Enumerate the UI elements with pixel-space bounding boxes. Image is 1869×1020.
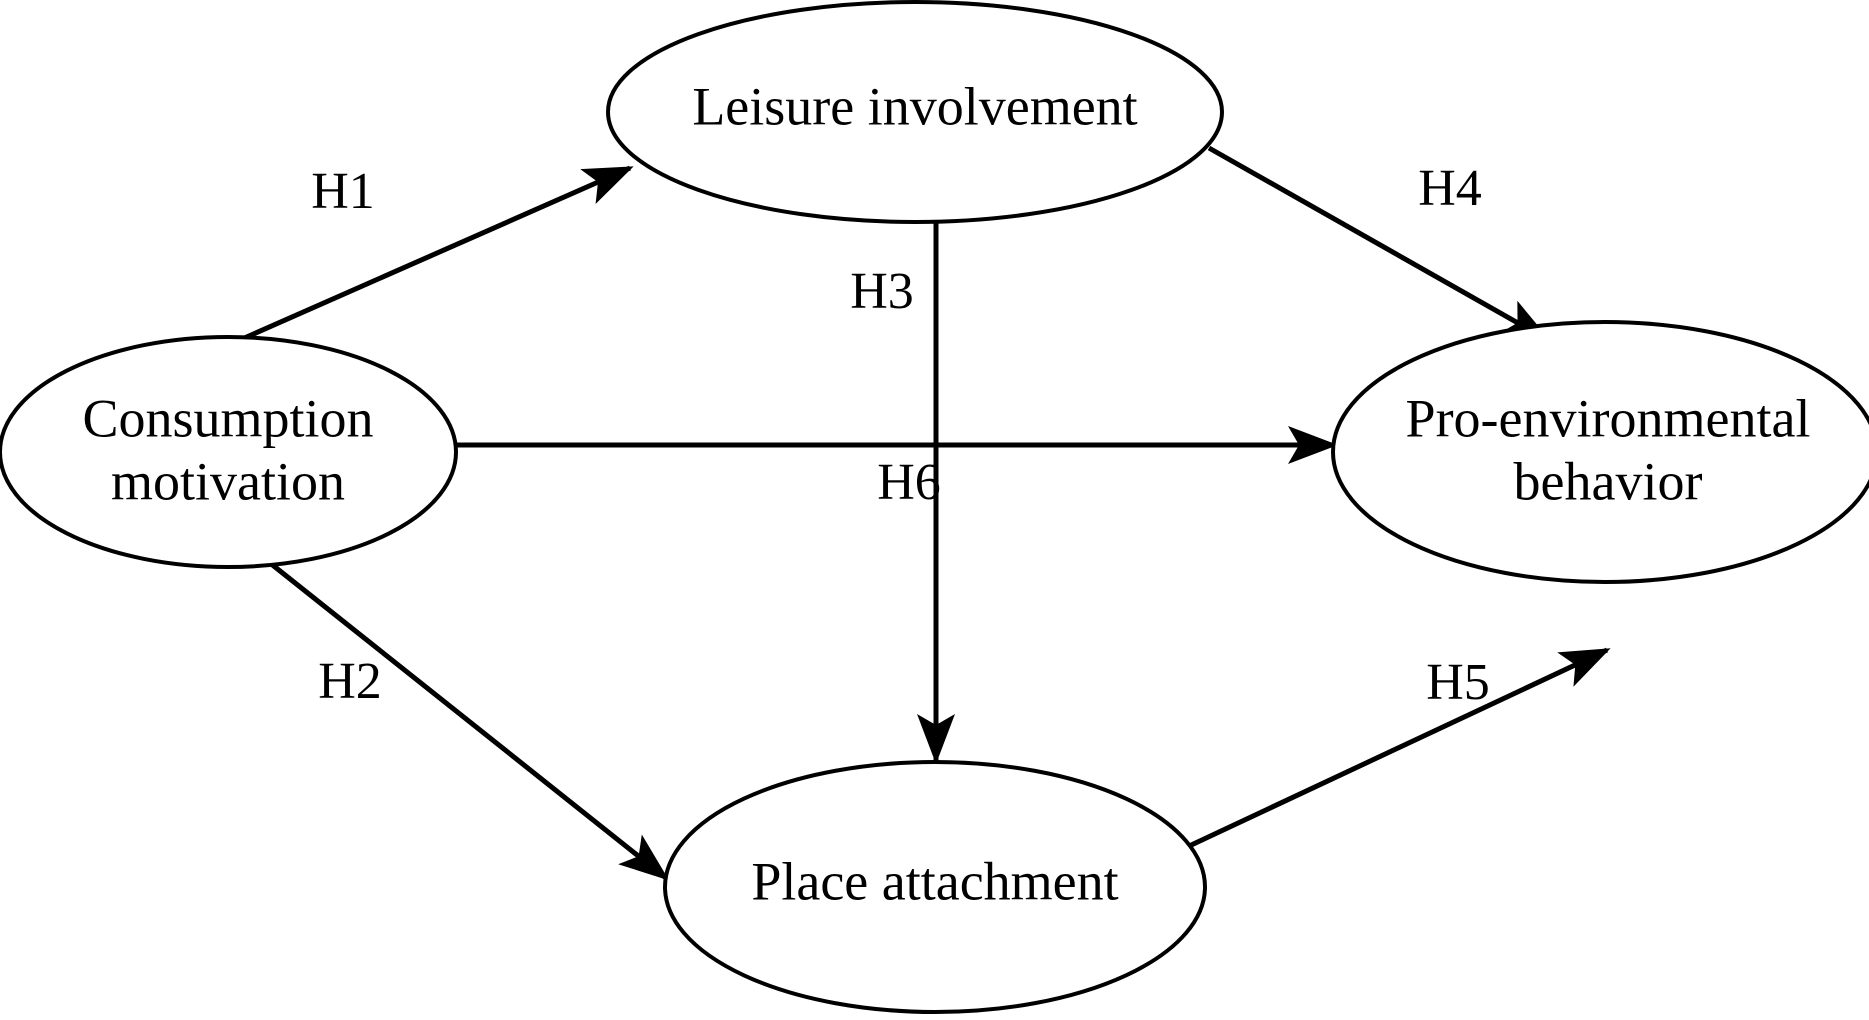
- hypothesis-label-h5: H5: [1426, 654, 1490, 711]
- edge-group: [231, 145, 1611, 881]
- node-place-attachment[interactable]: Place attachment: [663, 760, 1207, 1014]
- node-leisure-involvement[interactable]: Leisure involvement: [606, 0, 1224, 224]
- hypothesis-label-h3: H3: [850, 263, 914, 320]
- node-consumption-motivation-label-line2: motivation: [111, 451, 345, 511]
- hypothesis-label-h1: H1: [311, 163, 375, 220]
- hypothesis-label-group: H1 H2 H3 H4 H5 H6: [311, 160, 1490, 711]
- hypothesis-label-h6: H6: [877, 454, 941, 511]
- node-pro-environmental-behavior-shape[interactable]: [1331, 320, 1869, 584]
- node-leisure-involvement-shape[interactable]: [606, 0, 1224, 224]
- node-consumption-motivation[interactable]: Consumption motivation: [0, 335, 458, 569]
- node-place-attachment-shape[interactable]: [663, 760, 1207, 1014]
- node-consumption-motivation-label-line1: Consumption: [82, 388, 373, 448]
- node-place-attachment-label-line1: Place attachment: [751, 851, 1118, 911]
- node-pro-environmental-behavior-label-line2: behavior: [1514, 451, 1703, 511]
- edge-h5-line[interactable]: [1185, 647, 1611, 850]
- hypothesis-label-h2: H2: [318, 653, 382, 710]
- hypothesis-label-h4: H4: [1418, 160, 1482, 217]
- edge-h1-line[interactable]: [231, 165, 634, 346]
- edge-h2-line[interactable]: [268, 561, 670, 881]
- node-pro-environmental-behavior[interactable]: Pro-environmental behavior: [1331, 320, 1869, 584]
- node-pro-environmental-behavior-label-line1: Pro-environmental: [1406, 388, 1811, 448]
- node-consumption-motivation-shape[interactable]: [0, 335, 458, 569]
- edge-h4-line[interactable]: [1207, 145, 1552, 343]
- node-leisure-involvement-label-line1: Leisure involvement: [692, 76, 1137, 136]
